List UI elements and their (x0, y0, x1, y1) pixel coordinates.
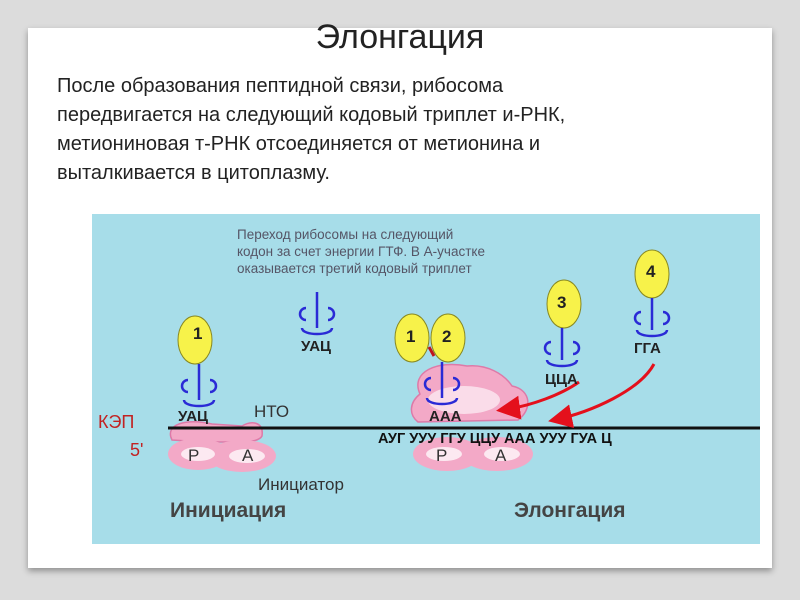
trna-3-number: 3 (557, 293, 567, 312)
five-prime-label: 5' (130, 440, 144, 460)
translation-diagram: Переход рибосомы на следующий кодон за с… (92, 214, 760, 544)
trna-4 (633, 249, 671, 338)
note-line-3: оказывается третий кодовый триплет (237, 261, 472, 276)
nto-label: НТО (254, 402, 290, 421)
trna-4-anticodon: ГГА (634, 340, 661, 357)
trna-pair (394, 313, 466, 406)
trna-free-anticodon: УАЦ (301, 338, 331, 355)
initiation-label: Инициация (170, 499, 287, 522)
trna-1-number: 1 (193, 324, 203, 343)
ribosome-left-a: А (242, 446, 254, 465)
diagram-note: Переход рибосомы на следующий кодон за с… (237, 226, 617, 277)
elongation-label: Элонгация (514, 499, 626, 522)
note-line-2: кодон за счет энергии ГТФ. В А-участке (237, 244, 485, 259)
arrow-trna4 (548, 363, 656, 429)
trna-pair-anticodon: ААА (429, 408, 462, 425)
kep-label: КЭП (98, 412, 135, 432)
initiator-label: Инициатор (258, 475, 344, 494)
ribosome-left-p: Р (188, 446, 200, 465)
ribosome-left (168, 421, 276, 472)
ribosome-right-a: А (495, 446, 507, 465)
trna-free (298, 292, 336, 336)
arrow-trna3 (496, 380, 580, 420)
trna-3 (543, 279, 582, 368)
slide-title: Элонгация (315, 18, 485, 56)
paragraph-line-1: После образования пептидной связи, рибос… (57, 75, 504, 97)
paragraph-line-2: передвигается на следующий кодовый трипл… (57, 104, 566, 126)
note-line-1: Переход рибосомы на следующий (237, 227, 454, 242)
diagram-graphics (168, 249, 760, 472)
paragraph-line-4: выталкивается в цитоплазму. (57, 162, 330, 184)
trna-4-number: 4 (646, 262, 656, 281)
paragraph-line-3: метиониновая т-РНК отсоединяется от мети… (57, 133, 541, 155)
trna-3-anticodon: ЦЦА (545, 371, 578, 388)
ribosome-right-p: Р (436, 446, 448, 465)
trna-pair-number-1: 1 (406, 327, 416, 346)
trna-pair-number-2: 2 (442, 327, 452, 346)
mrna-sequence: АУГ УУУ ГГУ ЦЦУ ААА УУУ ГУА Ц (378, 431, 612, 447)
trna-1-anticodon: УАЦ (178, 408, 208, 425)
trna-1-left (177, 315, 218, 408)
slide-paragraph: После образования пептидной связи, рибос… (57, 72, 697, 188)
